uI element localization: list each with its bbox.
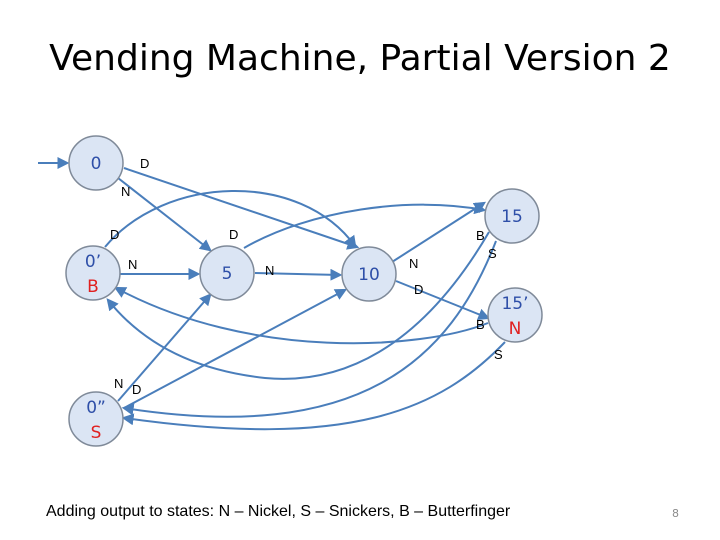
transition-label-s0-to-s10: D (140, 156, 149, 171)
transition-label-s10-to-s15p: D (414, 282, 423, 297)
transition-label-s0-to-s5: N (121, 184, 130, 199)
transition-arrow-s15p-to-s0pp (121, 341, 506, 431)
slide-caption: Adding output to states: N – Nickel, S –… (46, 503, 511, 520)
transition-label-s15p-to-s0p: B (476, 228, 485, 243)
transition-arrow-s0-to-s5 (117, 177, 212, 252)
slide-title: Vending Machine, Partial Version 2 (49, 38, 671, 79)
transition-arrow-s5-to-s15 (243, 202, 487, 249)
transition-arrow-s10-to-s15 (391, 201, 487, 263)
state-output-label: N (509, 319, 522, 339)
transition-label-s15-to-s0pp: S (488, 246, 497, 261)
state-node-s5: 5 (199, 245, 255, 301)
state-output-label: S (91, 423, 102, 443)
state-node-s0: 0 (68, 135, 124, 191)
state-value-label: 5 (222, 264, 233, 284)
transition-label-s0p-to-s5: N (128, 257, 137, 272)
transition-label-s0pp-to-s5: N (114, 376, 123, 391)
transition-arrow-s0p-to-s10 (104, 190, 357, 248)
state-circle (68, 135, 124, 191)
transition-label-s5-to-s15: D (229, 227, 238, 242)
transition-arrow-s0-to-s10 (123, 167, 360, 250)
transition-arrow-s5-to-s10 (254, 268, 343, 281)
state-circle (68, 391, 124, 447)
page-number: 8 (672, 507, 679, 520)
transition-label-s15p-to-s0pp: S (494, 347, 503, 362)
state-circle (199, 245, 255, 301)
state-value-label: 10 (358, 265, 380, 285)
state-node-s15: 15 (484, 188, 540, 244)
state-node-s0pp: 0” S (68, 391, 124, 447)
transition-arrow-s15-to-s0pp (121, 240, 497, 418)
transition-label-s10-to-s15: N (409, 256, 418, 271)
transition-label-s0pp-to-s10: D (132, 382, 141, 397)
state-value-label: 15 (501, 207, 523, 227)
transition-label-s5-to-s10: N (265, 263, 274, 278)
state-circle (341, 246, 397, 302)
transition-label-s15-to-s0p: B (476, 317, 485, 332)
state-value-label: 0’ (85, 252, 101, 272)
transition-label-s0p-to-s10: D (110, 227, 119, 242)
state-output-label: B (87, 277, 99, 297)
state-circle (65, 245, 121, 301)
state-node-s15p: 15’ N (487, 287, 543, 343)
transition-arrow-s15p-to-s0p (113, 286, 489, 345)
state-value-label: 15’ (501, 294, 528, 314)
state-circle (484, 188, 540, 244)
state-value-label: 0” (86, 398, 106, 418)
transition-arrow-s0pp-to-s10 (123, 288, 348, 409)
transition-arrow-s15-to-s0p (106, 231, 490, 380)
state-node-s0p: 0’ B (65, 245, 121, 301)
state-value-label: 0 (91, 154, 102, 174)
state-node-s10: 10 (341, 246, 397, 302)
state-circle (487, 287, 543, 343)
